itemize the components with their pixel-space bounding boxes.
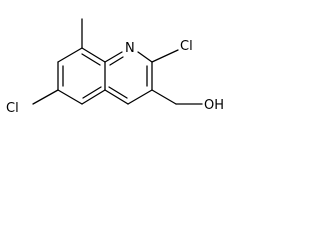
chlorine-label-c6: Cl [6,101,19,116]
hydroxyl-label: OH [204,98,224,113]
bond-c4-c4a-inner [108,86,128,99]
bond-n1-c2 [137,51,153,63]
bond-c8-c7 [57,47,83,63]
bond-c8-c8a [81,47,106,63]
bond-c6-c5 [57,89,83,105]
bond-c5-c4a [81,89,106,105]
bond-c3-ch2 [151,89,177,105]
bond-c8a-n1-inner [109,56,124,66]
bond-c2-cl [151,49,179,63]
bond-c8-c8a-inner [81,53,101,66]
bond-c4-c4a [104,89,129,105]
chemical-structure: N Cl Cl OH [6,18,224,116]
bond-c5-c4a-inner [82,86,102,99]
bond-c8a-n1 [104,51,123,63]
chlorine-label-c2: Cl [180,39,193,54]
nitrogen-label: N [125,41,135,56]
bond-c3-c4 [127,89,153,105]
bond-c6-cl [32,89,59,105]
